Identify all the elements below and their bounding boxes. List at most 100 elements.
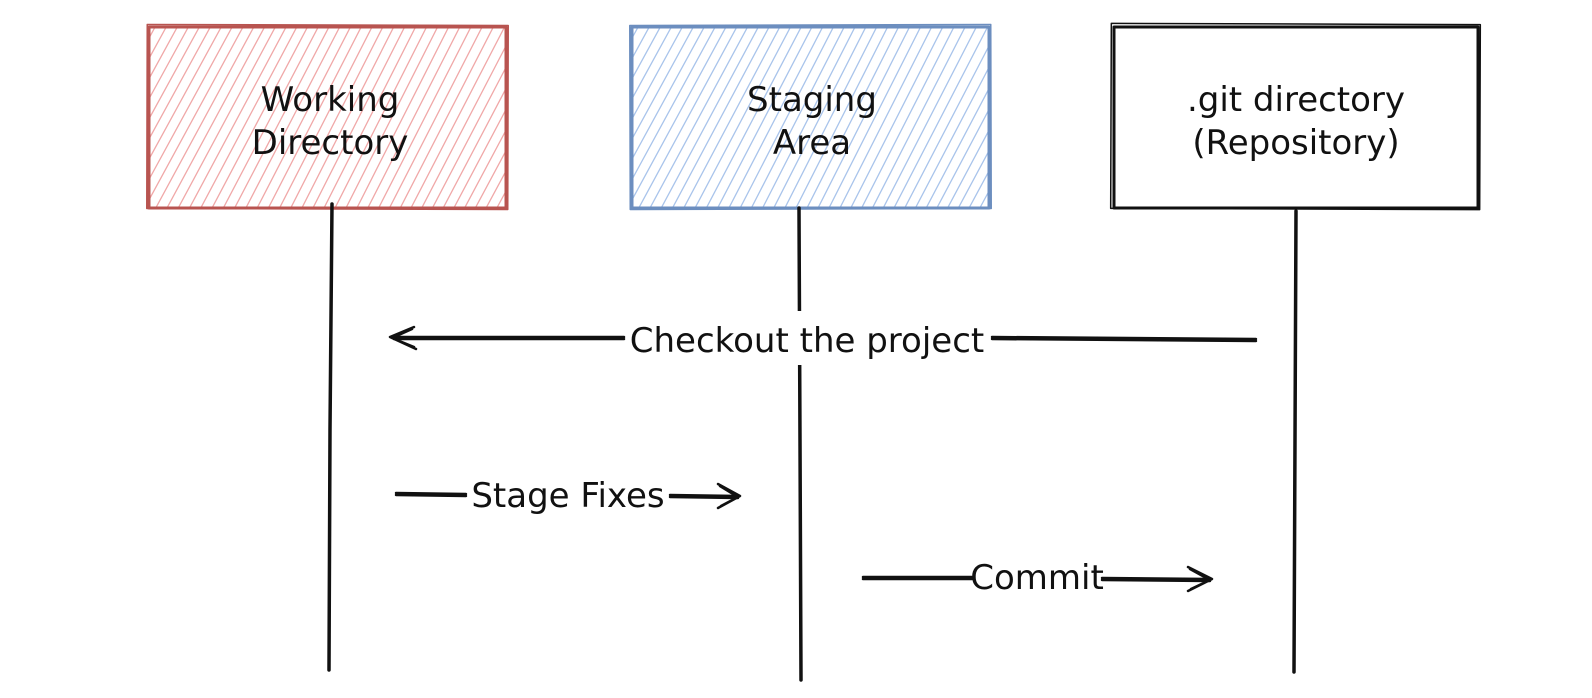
participant-git-repository-box: [1112, 25, 1480, 210]
hatch-stroke: [773, 27, 867, 208]
hatch-stroke: [860, 27, 955, 208]
lifeline-staging-area: [797, 206, 803, 682]
hatch-stroke: [442, 87, 506, 208]
hatch-stroke: [571, 23, 674, 212]
hatch-stroke: [1076, 23, 1179, 212]
hatch-stroke: [694, 27, 792, 208]
hatch-stroke: [267, 27, 362, 208]
hatch-stroke: [806, 27, 900, 208]
hatch-stroke: [420, 44, 506, 208]
hatch-stroke: [1021, 23, 1124, 212]
hatch-stroke: [839, 27, 933, 208]
hatch-stroke: [761, 27, 856, 208]
hatch-stroke: [345, 27, 439, 208]
participant-git-repository-label-line-2: (Repository): [1192, 123, 1399, 163]
hatch-stroke: [149, 27, 167, 60]
hatch-stroke: [312, 27, 406, 208]
hatch-stroke: [188, 27, 287, 208]
hatch-stroke: [979, 189, 989, 208]
hatch-stroke: [850, 27, 944, 208]
participant-git-repository-label-line-1: .git directory: [1187, 80, 1405, 120]
hatch-stroke: [474, 149, 506, 208]
hatch-stroke: [957, 149, 989, 208]
hatch-stroke: [399, 27, 495, 208]
message-checkout-label: Checkout the project: [630, 321, 984, 361]
message-commit: Commit: [861, 558, 1214, 598]
hatch-stroke: [728, 27, 824, 208]
hatch-stroke: [485, 169, 506, 208]
participant-staging-area-box: [630, 25, 991, 210]
hatch-stroke: [496, 189, 506, 208]
message-checkout-arrow-line: [390, 335, 1258, 343]
hatch-stroke: [43, 23, 146, 212]
hatch-stroke: [716, 27, 813, 208]
hatch-stroke: [1010, 23, 1113, 212]
hatch-stroke: [256, 27, 352, 208]
hatch-stroke: [560, 23, 664, 212]
message-checkout: Checkout the project: [388, 311, 1258, 365]
hatch-stroke: [1087, 23, 1190, 212]
hatch-stroke: [516, 23, 619, 212]
hatch-stroke: [149, 27, 190, 101]
hatch-stroke: [200, 27, 298, 208]
hatch-stroke: [582, 23, 685, 212]
participant-staging-area-box-sketch: [629, 23, 992, 211]
participant-git-repository[interactable]: .git directory (Repository): [1109, 22, 1482, 211]
hatch-stroke: [245, 27, 341, 208]
hatch-stroke: [516, 23, 618, 212]
hatch-stroke: [334, 27, 428, 208]
hatch-stroke: [11, 23, 112, 212]
hatch-stroke: [784, 27, 878, 208]
lifeline-git-repository: [1292, 209, 1298, 674]
hatch-stroke: [936, 108, 989, 208]
hatch-stroke: [999, 23, 1102, 212]
participant-working-directory-label-line-2: Directory: [252, 123, 409, 163]
hatch-stroke: [431, 65, 506, 208]
hatch-stroke: [604, 23, 707, 212]
hatch-stroke: [463, 128, 506, 208]
hatch-stroke: [988, 23, 1091, 212]
message-commit-arrow-head: [1186, 565, 1214, 593]
hatch-stroke: [388, 27, 483, 208]
participant-working-directory-label-line-1: Working: [261, 80, 400, 120]
hatch-stroke: [278, 27, 373, 208]
hatch-stroke: [155, 27, 255, 208]
hatch-stroke: [0, 23, 78, 212]
hatch-stroke: [0, 23, 101, 212]
hatch-stroke: [632, 27, 673, 101]
participant-staging-area-label-line-2: Area: [773, 123, 851, 163]
hatch-stroke: [149, 27, 222, 161]
hatch-stroke: [505, 23, 607, 212]
message-commit-arrow-line: [861, 575, 1212, 583]
participant-working-directory-hatch: [0, 23, 707, 212]
hatch-stroke: [828, 27, 922, 208]
hatch-stroke: [632, 27, 662, 81]
hatch-stroke: [149, 27, 156, 40]
hatch-stroke: [301, 27, 395, 208]
participant-working-directory-box: [147, 25, 508, 210]
hatch-stroke: [632, 27, 639, 40]
hatch-stroke: [1065, 23, 1168, 212]
hatch-stroke: [683, 27, 781, 208]
hatch-stroke: [946, 128, 989, 208]
participant-staging-area-hatch: [505, 23, 1190, 212]
hatch-stroke: [1054, 23, 1157, 212]
message-stage-fixes-label: Stage Fixes: [471, 476, 664, 516]
hatch-stroke: [0, 23, 67, 212]
hatch-stroke: [632, 27, 695, 141]
hatch-stroke: [632, 27, 650, 60]
participant-staging-area[interactable]: Staging Area: [451, 23, 1265, 212]
hatch-stroke: [632, 27, 716, 181]
participant-working-directory-box-sketch: [146, 23, 509, 211]
hatch-stroke: [705, 27, 802, 208]
participant-working-directory[interactable]: Working Directory: [0, 23, 782, 212]
hatch-stroke: [233, 27, 330, 208]
hatch-stroke: [538, 23, 641, 212]
message-commit-label: Commit: [970, 558, 1104, 598]
hatch-stroke: [871, 27, 966, 208]
hatch-stroke: [638, 27, 738, 208]
hatch-stroke: [377, 27, 472, 208]
hatch-stroke: [968, 169, 989, 208]
participant-staging-area-label-line-1: Staging: [747, 80, 877, 120]
hatch-stroke: [22, 23, 124, 212]
